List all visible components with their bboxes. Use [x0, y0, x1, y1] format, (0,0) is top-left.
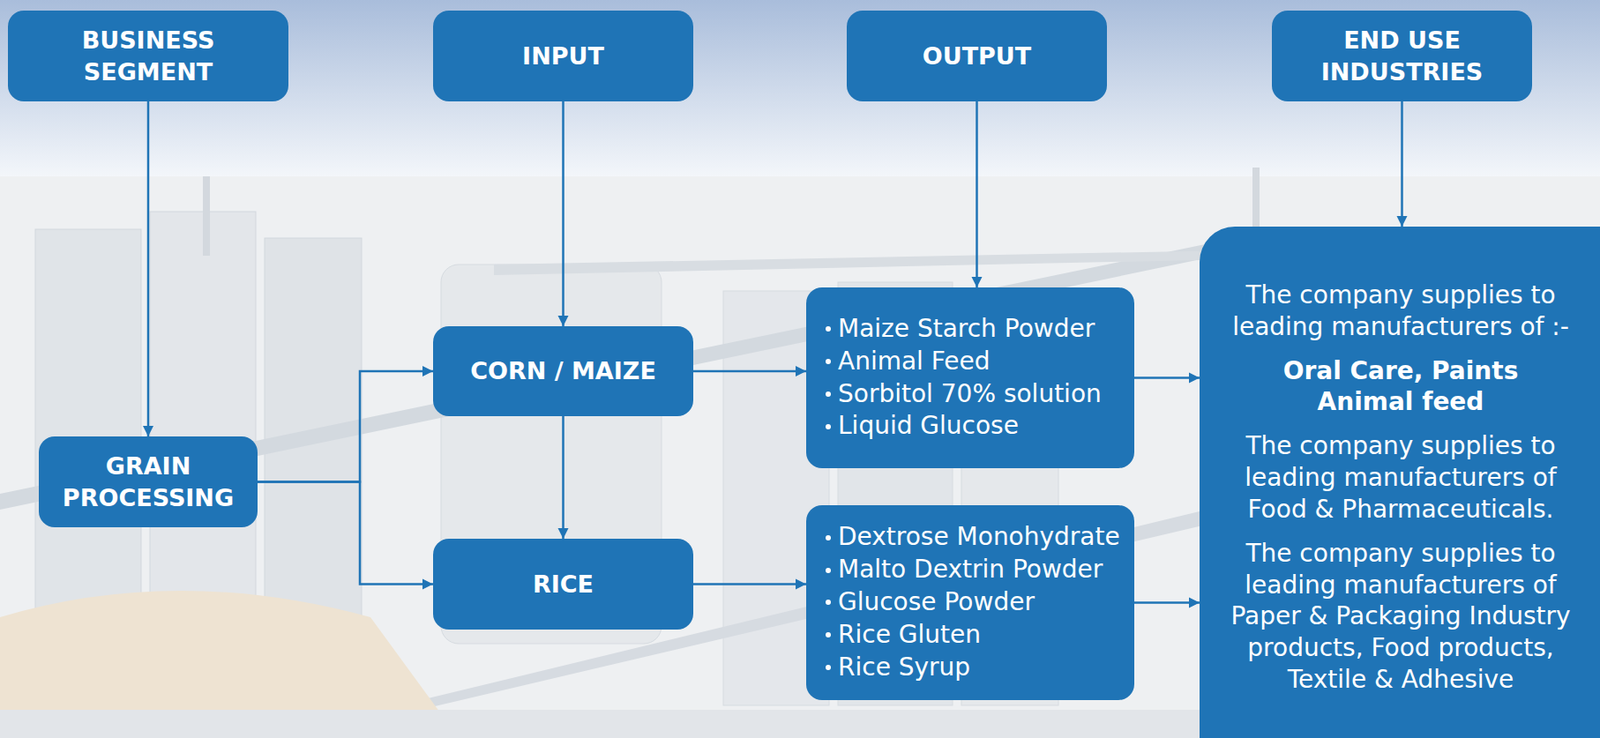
sky-band [0, 0, 1600, 177]
flow-arrow [257, 371, 434, 483]
output-product: Rice Gluten [837, 619, 981, 652]
end-use-text: Oral Care, Paints Animal feed [1241, 355, 1560, 419]
box-label: END USE INDUSTRIES [1305, 24, 1500, 87]
flow-arrow [693, 583, 807, 586]
flow-arrow [1400, 101, 1404, 227]
bullet-dot [825, 358, 831, 365]
list-item: Rice Gluten [825, 619, 981, 652]
output-list: Maize Starch PowderAnimal FeedSorbitol 7… [806, 287, 1135, 469]
output-product: Sorbitol 70% solution [837, 378, 1102, 412]
list-item: Liquid Glucose [825, 410, 1019, 443]
output-product: Glucose Powder [837, 586, 1035, 620]
list-item: Sorbitol 70% solution [825, 378, 1102, 412]
column-header: INPUT [433, 10, 694, 102]
silo [149, 211, 256, 644]
output-product: Rice Syrup [837, 651, 971, 685]
box-label: RICE [532, 568, 594, 600]
bullet-dot [825, 391, 831, 397]
bullet-dot [825, 599, 831, 606]
conveyor-beam [493, 248, 1324, 276]
input-box: CORN / MAIZE [433, 326, 694, 417]
bullet-dot [825, 424, 831, 430]
output-product: Animal Feed [837, 345, 991, 379]
flow-arrow [561, 101, 565, 327]
box-label: OUTPUT [922, 40, 1032, 72]
list-item: Rice Syrup [825, 651, 971, 685]
flow-arrow [1134, 601, 1200, 605]
output-product: Liquid Glucose [837, 410, 1019, 443]
output-product: Dextrose Monohydrate [837, 521, 1121, 554]
segment-box: GRAIN PROCESSING [38, 436, 258, 528]
flow-arrow [561, 416, 565, 539]
output-product: Maize Starch Powder [837, 313, 1095, 346]
column-header: OUTPUT [846, 10, 1107, 102]
input-box: RICE [433, 538, 694, 630]
silo-frame [202, 176, 210, 256]
output-list: Dextrose MonohydrateMalto Dextrin Powder… [806, 505, 1135, 701]
end-use-panel: The company supplies to leading manufact… [1199, 226, 1600, 738]
column-header: END USE INDUSTRIES [1271, 10, 1533, 102]
end-use-text: The company supplies to leading manufact… [1211, 538, 1590, 696]
flow-arrow [975, 101, 979, 288]
box-label: BUSINESS SEGMENT [51, 24, 246, 87]
box-label: INPUT [522, 40, 605, 72]
end-use-text: The company supplies to leading manufact… [1211, 430, 1590, 525]
list-item: Animal Feed [825, 345, 991, 379]
box-label: CORN / MAIZE [470, 355, 657, 387]
bullet-dot [825, 632, 831, 638]
list-item: Glucose Powder [825, 586, 1035, 620]
flow-arrow [257, 482, 434, 585]
box-label: GRAIN PROCESSING [51, 450, 246, 513]
list-item: Malto Dextrin Powder [825, 553, 1103, 587]
bullet-dot [825, 568, 831, 574]
end-use-text: The company supplies to leading manufact… [1211, 279, 1590, 344]
flow-arrow [693, 370, 807, 374]
flow-arrow [147, 101, 150, 437]
list-item: Maize Starch Powder [825, 313, 1095, 346]
bullet-dot [825, 535, 831, 541]
bullet-dot [825, 665, 831, 671]
output-product: Malto Dextrin Powder [837, 553, 1103, 587]
list-item: Dextrose Monohydrate [825, 521, 1121, 554]
flow-arrow [1134, 376, 1200, 380]
column-header: BUSINESS SEGMENT [7, 10, 289, 102]
bullet-dot [825, 326, 831, 332]
